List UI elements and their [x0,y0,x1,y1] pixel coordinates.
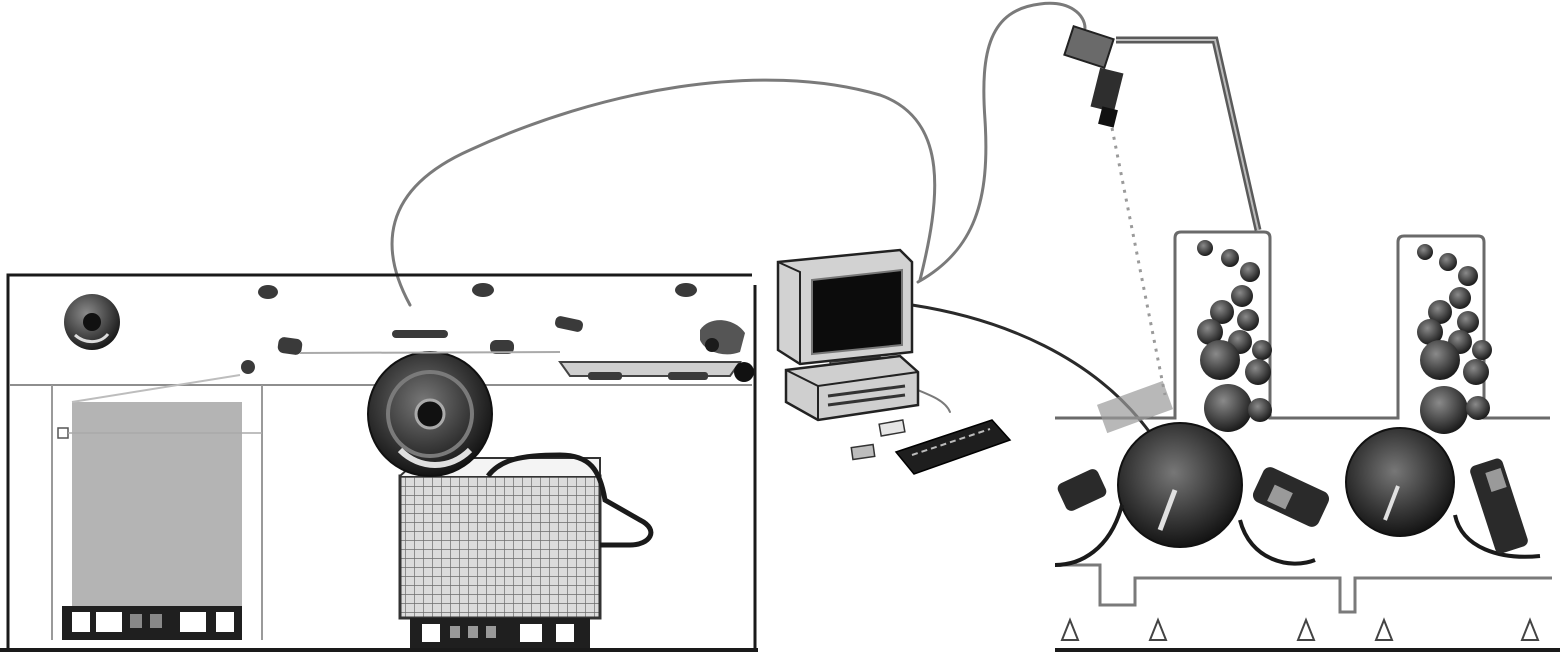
paper-roll-icon [64,294,120,350]
printing-unit-icon [1054,24,1560,652]
pallet-stack-icon [398,452,654,648]
conveyor-frame [6,273,752,650]
monitor-screen [811,268,903,356]
computer-workstation-icon [776,248,1012,475]
press-feet [1060,617,1540,641]
conveyor-system-icon [0,273,758,652]
impression-cylinder-icon [1054,422,1330,567]
ink-roller-train-icon [1197,240,1272,432]
conveyor-parts [241,283,754,382]
keyboard-icon [894,419,1012,475]
cable-conveyor-to-computer [390,78,937,307]
camera-icon [1063,24,1262,396]
pallet-stack-icon [51,374,263,640]
paper-roll-icon [367,351,493,477]
data-cables [390,1,1192,502]
cable-computer-to-camera [916,1,1087,284]
impression-cylinder-icon [1345,427,1541,559]
ink-roller-train-icon [1417,244,1492,434]
